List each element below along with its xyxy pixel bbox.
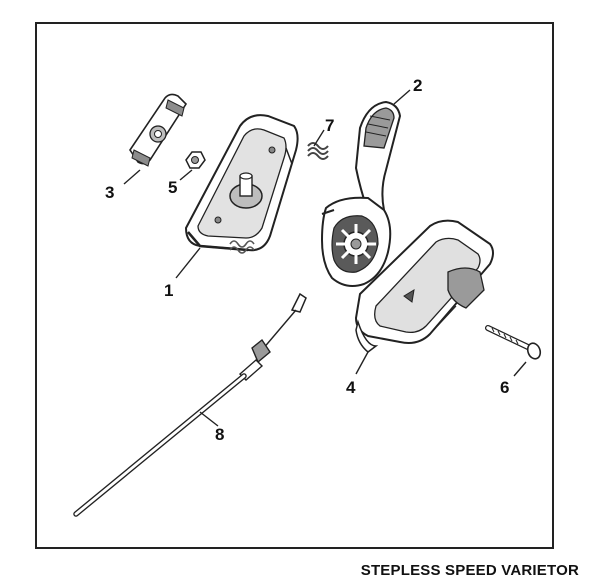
part-control-lever	[320, 100, 402, 287]
callout-5: 5	[168, 178, 177, 197]
diagram-frame	[35, 22, 554, 549]
callout-3: 3	[105, 183, 114, 202]
callout-6: 6	[500, 378, 509, 397]
part-housing-right	[354, 219, 494, 353]
callout-labels: 2 3 5 7 1 4 6 8	[105, 76, 509, 444]
part-spring	[307, 142, 329, 160]
part-screw	[485, 325, 542, 360]
callout-7: 7	[325, 116, 334, 135]
callout-2: 2	[413, 76, 422, 95]
part-nut	[185, 151, 206, 169]
callout-8: 8	[215, 425, 224, 444]
diagram-caption: STEPLESS SPEED VARIETOR	[360, 562, 579, 579]
callout-4: 4	[346, 378, 356, 397]
callout-1: 1	[164, 281, 173, 300]
part-cover-plate	[129, 93, 188, 167]
small-spring-icon	[229, 240, 255, 254]
part-housing-left	[184, 114, 299, 252]
leader-lines	[123, 89, 527, 427]
part-cable	[73, 292, 307, 517]
